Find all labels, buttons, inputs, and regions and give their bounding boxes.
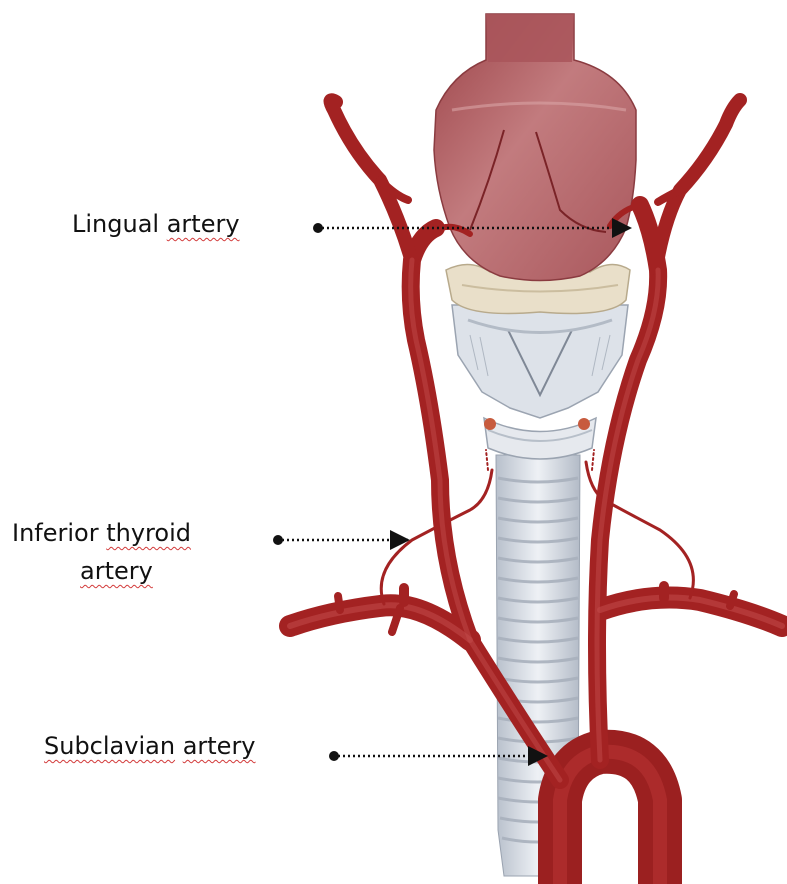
subclavian-artery-label: Subclavian artery bbox=[44, 733, 256, 761]
inferior-thyroid-artery-label: Inferior thyroid bbox=[12, 520, 191, 548]
subclavian-word: Subclavian bbox=[44, 732, 175, 760]
inferior-thyroid-artery-label-line2: artery bbox=[80, 558, 153, 586]
larynx bbox=[452, 305, 628, 459]
inferior-thyroid-pointer bbox=[273, 535, 408, 545]
inferior-word: Inferior bbox=[12, 519, 99, 547]
thyroid-artery-word: artery bbox=[80, 557, 153, 585]
tongue bbox=[434, 14, 636, 281]
lingual-artery-label: Lingual artery bbox=[72, 211, 240, 239]
lingual-word: Lingual bbox=[72, 210, 159, 238]
thyroid-word: thyroid bbox=[106, 519, 191, 547]
subclavian-artery-word: artery bbox=[183, 732, 256, 760]
lingual-artery-word: artery bbox=[167, 210, 240, 238]
